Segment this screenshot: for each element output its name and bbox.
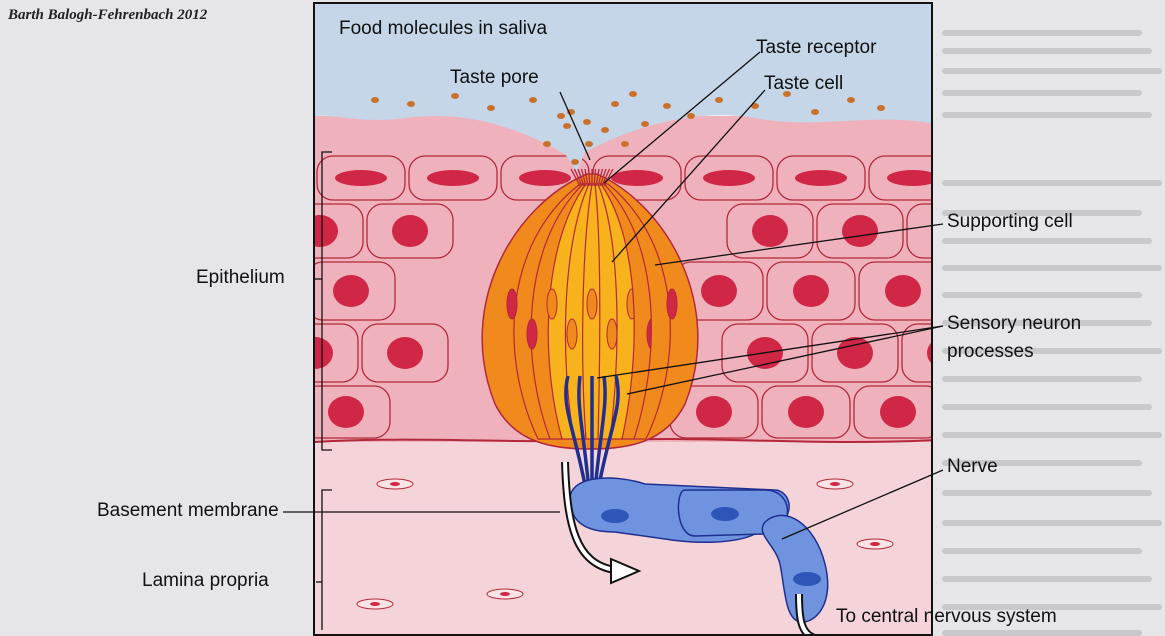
food-molecule bbox=[567, 109, 575, 115]
food-molecule bbox=[487, 105, 495, 111]
label-basement-membrane: Basement membrane bbox=[97, 500, 279, 522]
fibroblast-nucleus bbox=[830, 482, 840, 486]
food-molecule bbox=[601, 127, 609, 133]
cell-nucleus bbox=[885, 275, 921, 307]
label-nerve: Nerve bbox=[947, 456, 998, 478]
taste-bud-nucleus bbox=[507, 289, 517, 319]
fibroblast-nucleus bbox=[870, 542, 880, 546]
label-food-molecules: Food molecules in saliva bbox=[339, 18, 547, 40]
background-text-line bbox=[942, 490, 1152, 496]
cell-nucleus bbox=[701, 275, 737, 307]
food-molecule bbox=[451, 93, 459, 99]
food-molecule bbox=[877, 105, 885, 111]
background-text-line bbox=[942, 265, 1162, 271]
illustrator-credit: Barth Balogh-Fehrenbach 2012 bbox=[8, 7, 207, 24]
background-text-line bbox=[942, 238, 1152, 244]
cell-nucleus bbox=[387, 337, 423, 369]
food-molecule bbox=[583, 119, 591, 125]
cell-nucleus bbox=[392, 215, 428, 247]
cell-nucleus bbox=[793, 275, 829, 307]
label-epithelium: Epithelium bbox=[196, 267, 285, 289]
label-to-cns: To central nervous system bbox=[836, 606, 1057, 628]
cell-nucleus bbox=[837, 337, 873, 369]
cell-nucleus bbox=[880, 396, 916, 428]
label-taste-receptor: Taste receptor bbox=[756, 37, 876, 59]
cell-nucleus bbox=[752, 215, 788, 247]
background-text-line bbox=[942, 30, 1142, 36]
label-taste-pore: Taste pore bbox=[450, 67, 539, 89]
taste-bud-diagram bbox=[313, 2, 933, 636]
cell-nucleus bbox=[842, 215, 878, 247]
schwann-nucleus bbox=[711, 507, 739, 521]
schwann-nucleus bbox=[601, 509, 629, 523]
label-sensory-neuron-2: processes bbox=[947, 341, 1034, 363]
cell-nucleus bbox=[328, 396, 364, 428]
food-molecule bbox=[715, 97, 723, 103]
cell-nucleus bbox=[795, 170, 847, 186]
cell-nucleus bbox=[788, 396, 824, 428]
cell-nucleus bbox=[932, 215, 933, 247]
background-text-line bbox=[942, 112, 1152, 118]
background-text-line bbox=[942, 180, 1162, 186]
background-text-line bbox=[942, 90, 1142, 96]
taste-bud-nucleus bbox=[527, 319, 537, 349]
food-molecule bbox=[611, 101, 619, 107]
taste-bud-nucleus bbox=[587, 289, 597, 319]
cell-nucleus bbox=[519, 170, 571, 186]
food-molecule bbox=[751, 103, 759, 109]
background-text-line bbox=[942, 292, 1142, 298]
food-molecule bbox=[557, 113, 565, 119]
fibroblast-nucleus bbox=[500, 592, 510, 596]
food-molecule bbox=[529, 97, 537, 103]
background-text-line bbox=[942, 68, 1162, 74]
food-molecule bbox=[847, 97, 855, 103]
food-molecule bbox=[687, 113, 695, 119]
label-sensory-neuron-1: Sensory neuron bbox=[947, 313, 1081, 335]
fibroblast-nucleus bbox=[370, 602, 380, 606]
label-taste-cell: Taste cell bbox=[764, 73, 843, 95]
cell-nucleus bbox=[427, 170, 479, 186]
taste-bud-illustration bbox=[315, 4, 933, 636]
schwann-nucleus bbox=[793, 572, 821, 586]
food-molecule bbox=[621, 141, 629, 147]
cell-nucleus bbox=[611, 170, 663, 186]
food-molecule bbox=[629, 91, 637, 97]
background-text-line bbox=[942, 548, 1142, 554]
food-molecule bbox=[811, 109, 819, 115]
cell-nucleus bbox=[696, 396, 732, 428]
food-molecule bbox=[563, 123, 571, 129]
background-text-line bbox=[942, 376, 1142, 382]
taste-bud-nucleus bbox=[547, 289, 557, 319]
epithelial-cell bbox=[907, 204, 933, 258]
fibroblast-nucleus bbox=[390, 482, 400, 486]
food-molecule bbox=[663, 103, 671, 109]
background-text-line bbox=[942, 576, 1152, 582]
food-molecule bbox=[571, 159, 579, 165]
background-text-line bbox=[942, 404, 1152, 410]
cell-nucleus bbox=[747, 337, 783, 369]
cell-nucleus bbox=[703, 170, 755, 186]
food-molecule bbox=[543, 141, 551, 147]
background-text-line bbox=[942, 520, 1162, 526]
background-text-line bbox=[942, 48, 1152, 54]
label-lamina-propria: Lamina propria bbox=[142, 570, 269, 592]
food-molecule bbox=[585, 141, 593, 147]
food-molecule bbox=[407, 101, 415, 107]
taste-bud-nucleus bbox=[567, 319, 577, 349]
taste-bud-nucleus bbox=[607, 319, 617, 349]
label-supporting-cell: Supporting cell bbox=[947, 211, 1073, 233]
background-text-line bbox=[942, 630, 1142, 636]
food-molecule bbox=[371, 97, 379, 103]
cell-nucleus bbox=[335, 170, 387, 186]
food-molecule bbox=[641, 121, 649, 127]
cell-nucleus bbox=[333, 275, 369, 307]
background-text-line bbox=[942, 432, 1162, 438]
taste-bud-nucleus bbox=[667, 289, 677, 319]
